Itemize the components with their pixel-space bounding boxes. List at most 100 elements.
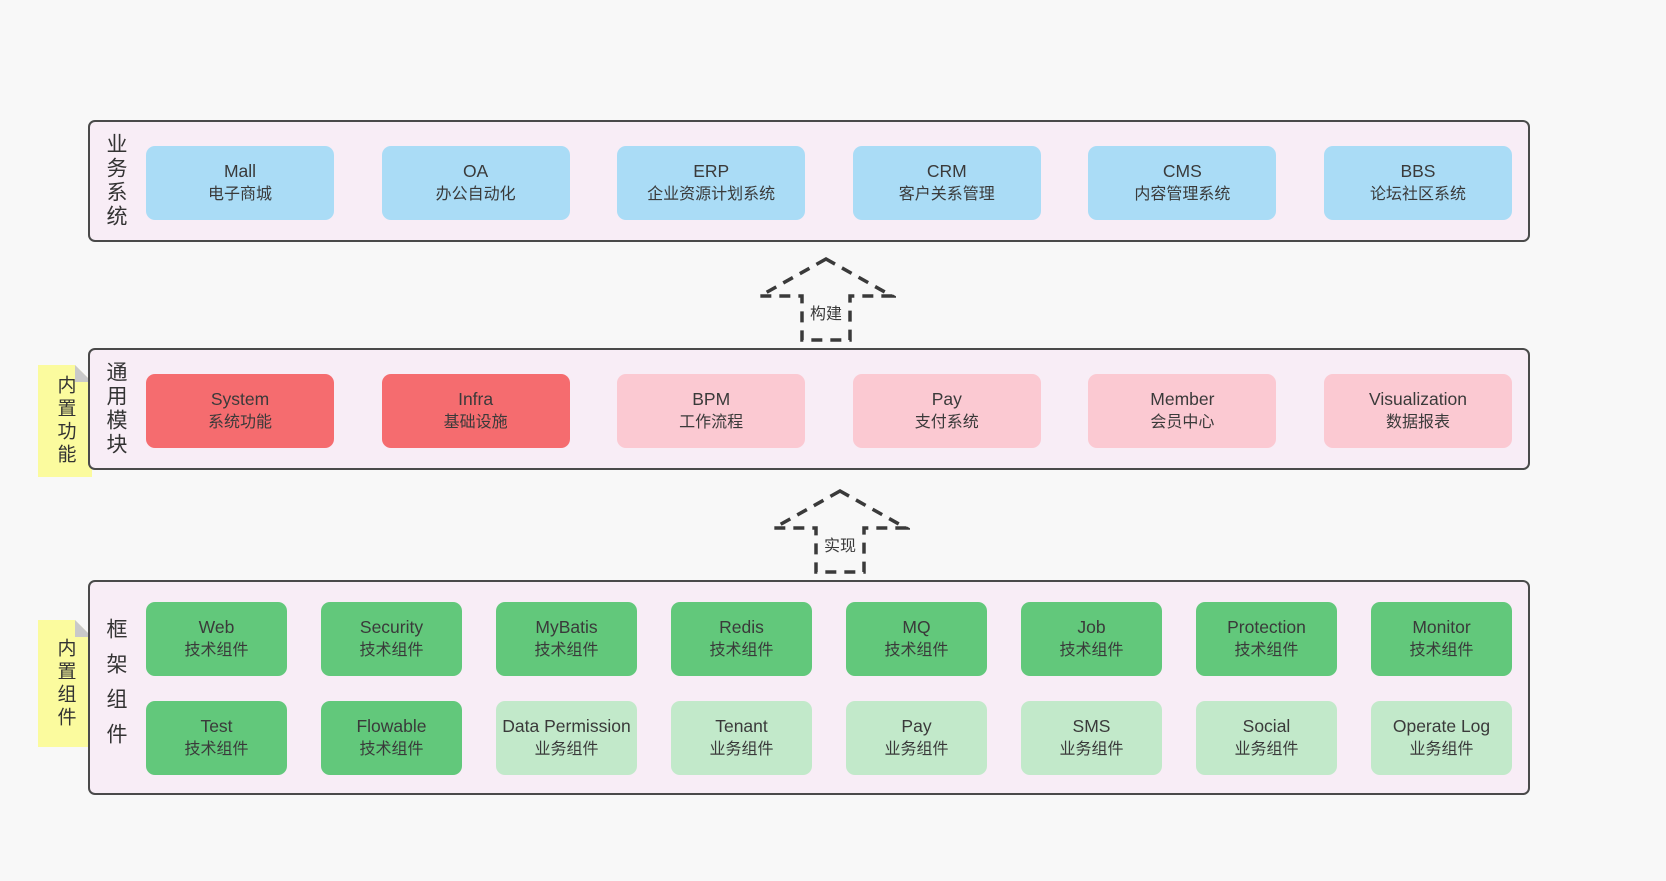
box-mq-desc: 技术组件: [884, 642, 949, 660]
business-systems-label: 业务系统: [104, 133, 127, 229]
box-flowable: Flowable 技术组件: [321, 701, 462, 775]
box-erp-desc: 企业资源计划系统: [647, 186, 776, 204]
box-bbs-name: BBS: [1400, 161, 1436, 182]
box-pay-component-name: Pay: [901, 716, 932, 737]
business-systems-row: Mall 电子商城 OA 办公自动化 ERP 企业资源计划系统 CRM 客户关系…: [146, 146, 1512, 220]
box-cms-desc: 内容管理系统: [1134, 186, 1231, 204]
box-oa-desc: 办公自动化: [435, 186, 516, 204]
box-flowable-name: Flowable: [356, 716, 427, 737]
box-tenant: Tenant 业务组件: [671, 701, 812, 775]
box-member-desc: 会员中心: [1150, 414, 1215, 432]
box-visualization-desc: 数据报表: [1385, 414, 1450, 432]
box-data-permission-name: Data Permission: [502, 716, 631, 737]
box-infra-name: Infra: [458, 389, 494, 410]
box-tenant-desc: 业务组件: [709, 741, 774, 759]
box-test-desc: 技术组件: [184, 741, 249, 759]
box-social-name: Social: [1242, 716, 1291, 737]
common-modules-panel: 通用模块 System 系统功能 Infra 基础设施 BPM 工作流程 Pay…: [88, 348, 1530, 470]
box-sms-name: SMS: [1072, 716, 1111, 737]
box-infra: Infra 基础设施: [381, 374, 570, 448]
box-job-name: Job: [1077, 617, 1106, 638]
box-tenant-name: Tenant: [715, 716, 768, 737]
sticky-built-in-components: 内置组件: [38, 620, 92, 747]
box-monitor: Monitor 技术组件: [1371, 602, 1512, 676]
framework-components-row1: Web 技术组件 Security 技术组件 MyBatis 技术组件 Redi…: [146, 602, 1512, 676]
box-protection: Protection 技术组件: [1196, 602, 1337, 676]
box-data-permission-desc: 业务组件: [534, 741, 599, 759]
box-pay-component: Pay 业务组件: [846, 701, 987, 775]
implement-arrow-label: 实现: [820, 532, 860, 556]
box-mybatis: MyBatis 技术组件: [496, 602, 637, 676]
box-erp-name: ERP: [693, 161, 730, 182]
box-test: Test 技术组件: [146, 701, 287, 775]
box-crm: CRM 客户关系管理: [852, 146, 1041, 220]
box-redis-desc: 技术组件: [709, 642, 774, 660]
box-bbs: BBS 论坛社区系统: [1323, 146, 1512, 220]
box-system: System 系统功能: [146, 374, 334, 448]
box-pay-module-desc: 支付系统: [914, 414, 979, 432]
box-mq: MQ 技术组件: [846, 602, 987, 676]
box-security-name: Security: [359, 617, 424, 638]
box-pay-module-name: Pay: [931, 389, 962, 410]
box-redis: Redis 技术组件: [671, 602, 812, 676]
framework-components-row2: Test 技术组件 Flowable 技术组件 Data Permission …: [146, 701, 1512, 775]
box-pay-component-desc: 业务组件: [884, 741, 949, 759]
box-system-name: System: [210, 389, 270, 410]
box-bbs-desc: 论坛社区系统: [1369, 186, 1466, 204]
box-redis-name: Redis: [719, 617, 764, 638]
box-social-desc: 业务组件: [1234, 741, 1299, 759]
box-system-desc: 系统功能: [207, 414, 272, 432]
box-member-name: Member: [1150, 389, 1215, 410]
box-social: Social 业务组件: [1196, 701, 1337, 775]
box-sms-desc: 业务组件: [1059, 741, 1124, 759]
box-infra-desc: 基础设施: [443, 414, 508, 432]
framework-components-label: 框架组件: [104, 617, 127, 758]
sticky-built-in-features: 内置功能: [38, 365, 92, 477]
box-test-name: Test: [200, 716, 233, 737]
box-crm-desc: 客户关系管理: [898, 186, 995, 204]
box-operate-log: Operate Log 业务组件: [1371, 701, 1512, 775]
box-cms-name: CMS: [1162, 161, 1202, 182]
box-bpm-desc: 工作流程: [679, 414, 744, 432]
box-visualization: Visualization 数据报表: [1323, 374, 1512, 448]
dashed-up-arrow-icon: [756, 256, 896, 342]
box-sms: SMS 业务组件: [1021, 701, 1162, 775]
box-mybatis-name: MyBatis: [535, 617, 598, 638]
box-oa-name: OA: [462, 161, 489, 182]
box-web: Web 技术组件: [146, 602, 287, 676]
box-operate-log-desc: 业务组件: [1409, 741, 1474, 759]
box-visualization-name: Visualization: [1369, 389, 1467, 410]
build-arrow: 构建: [756, 256, 896, 344]
box-crm-name: CRM: [926, 161, 967, 182]
box-flowable-desc: 技术组件: [359, 741, 424, 759]
common-modules-label: 通用模块: [104, 361, 127, 457]
box-data-permission: Data Permission 业务组件: [496, 701, 637, 775]
box-monitor-desc: 技术组件: [1409, 642, 1474, 660]
business-systems-panel: 业务系统 Mall 电子商城 OA 办公自动化 ERP 企业资源计划系统 CRM…: [88, 120, 1530, 242]
box-monitor-name: Monitor: [1412, 617, 1471, 638]
box-mall-name: Mall: [223, 161, 257, 182]
box-pay-module: Pay 支付系统: [852, 374, 1041, 448]
box-cms: CMS 内容管理系统: [1088, 146, 1277, 220]
dashed-up-arrow-icon: [770, 488, 910, 574]
box-bpm: BPM 工作流程: [617, 374, 806, 448]
box-bpm-name: BPM: [692, 389, 731, 410]
build-arrow-label: 构建: [806, 300, 846, 324]
implement-arrow: 实现: [770, 488, 910, 576]
box-erp: ERP 企业资源计划系统: [617, 146, 806, 220]
box-mybatis-desc: 技术组件: [534, 642, 599, 660]
box-protection-desc: 技术组件: [1234, 642, 1299, 660]
box-web-name: Web: [198, 617, 235, 638]
box-job-desc: 技术组件: [1059, 642, 1124, 660]
box-mq-name: MQ: [902, 617, 931, 638]
box-mall: Mall 电子商城: [146, 146, 334, 220]
box-security-desc: 技术组件: [359, 642, 424, 660]
common-modules-row: System 系统功能 Infra 基础设施 BPM 工作流程 Pay 支付系统…: [146, 374, 1512, 448]
framework-components-panel: 框架组件 Web 技术组件 Security 技术组件 MyBatis 技术组件…: [88, 580, 1530, 795]
box-job: Job 技术组件: [1021, 602, 1162, 676]
box-member: Member 会员中心: [1088, 374, 1277, 448]
box-web-desc: 技术组件: [184, 642, 249, 660]
box-operate-log-name: Operate Log: [1392, 716, 1491, 737]
box-protection-name: Protection: [1227, 617, 1306, 638]
box-oa: OA 办公自动化: [381, 146, 570, 220]
